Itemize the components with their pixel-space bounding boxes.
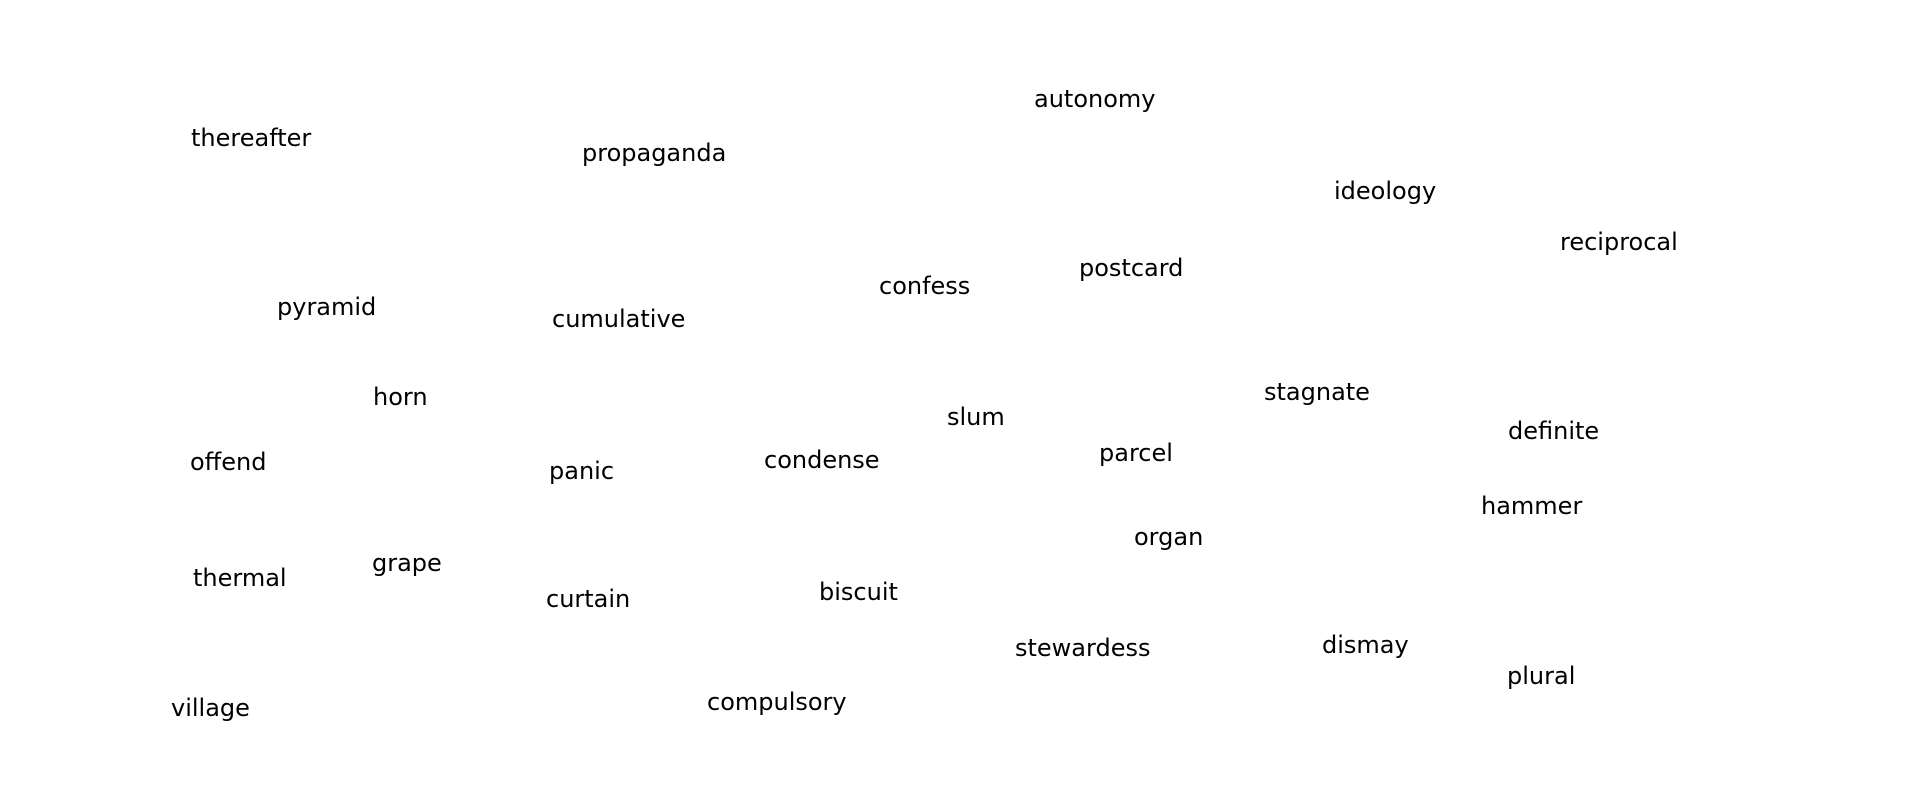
word-label: cumulative [552,305,686,333]
word-label: dismay [1322,631,1409,659]
word-label: definite [1508,417,1600,445]
word-label: confess [879,272,971,300]
word-label: village [171,694,250,722]
word-label: hammer [1481,492,1583,520]
word-label: biscuit [819,578,898,606]
word-label: thereafter [191,124,312,152]
word-label: slum [947,403,1005,431]
word-label: condense [764,446,880,474]
word-label: propaganda [582,139,727,167]
word-label: reciprocal [1560,228,1678,256]
word-label: horn [373,383,428,411]
word-label: offend [190,448,267,476]
word-label: grape [372,549,442,577]
word-label: parcel [1099,439,1173,467]
word-label: organ [1134,523,1204,551]
word-label: panic [549,457,615,485]
word-label: curtain [546,585,631,613]
word-label: stagnate [1264,378,1370,406]
word-label: plural [1507,662,1576,690]
word-label: thermal [193,564,287,592]
word-label: stewardess [1015,634,1151,662]
word-label: postcard [1079,254,1184,282]
word-label: ideology [1334,177,1437,205]
word-label: compulsory [707,688,847,716]
word-label: autonomy [1034,85,1156,113]
word-label: pyramid [277,293,377,321]
